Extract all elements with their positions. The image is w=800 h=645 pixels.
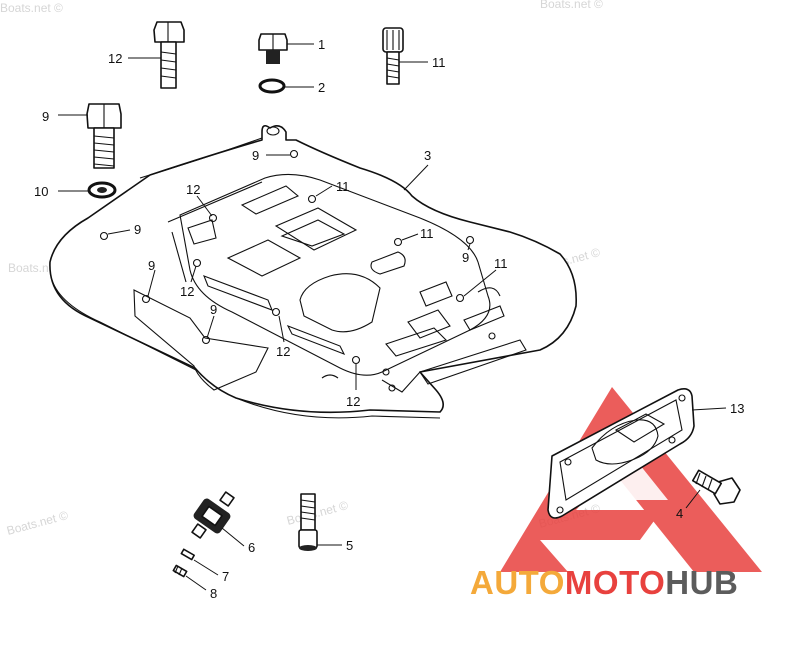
logo-text-hub: HUB	[665, 564, 738, 601]
callout-2: 2	[318, 80, 325, 95]
callout-3: 3	[424, 148, 431, 163]
automotohub-logo: AUTOMOTOHUB	[470, 564, 738, 601]
socket-screw-part-11	[382, 27, 428, 85]
callout-12: 12	[108, 51, 122, 66]
callout-9: 9	[462, 250, 469, 265]
callout-13: 13	[730, 401, 744, 416]
callout-10: 10	[34, 184, 48, 199]
callout-12: 12	[346, 394, 360, 409]
callout-9: 9	[134, 222, 141, 237]
callout-12: 12	[186, 182, 200, 197]
callout-5: 5	[346, 538, 353, 553]
stud-part-5	[298, 493, 342, 551]
watermark-text: Boats.net ©	[285, 498, 350, 528]
callout-6: 6	[248, 540, 255, 555]
watermark-text: Boats.net ©	[5, 508, 70, 538]
callout-11: 11	[336, 179, 350, 194]
washer-part-10	[58, 181, 117, 199]
callout-9: 9	[252, 148, 259, 163]
callout-12: 12	[180, 284, 194, 299]
pin-part-7	[180, 548, 219, 576]
callout-9: 9	[148, 258, 155, 273]
watermark-text: Boats.net ©	[540, 0, 603, 11]
callout-11: 11	[420, 226, 434, 241]
callout-8: 8	[210, 586, 217, 601]
bracket-part-13	[547, 388, 727, 519]
callout-9: 9	[42, 109, 49, 124]
watermark-text: Boats.net ©	[0, 1, 63, 15]
svg-text:AUTOMOTOHUB: AUTOMOTOHUB	[470, 564, 738, 601]
mounting-plate-part-3	[49, 124, 577, 419]
pin-part-8	[172, 564, 207, 591]
callout-7: 7	[222, 569, 229, 584]
callout-4: 4	[676, 506, 683, 521]
callout-11: 11	[432, 55, 446, 70]
bolt-part-9	[58, 103, 122, 169]
sensor-part-6	[191, 491, 245, 547]
bolt-part-12	[128, 21, 185, 89]
logo-text-moto: MOTO	[565, 564, 665, 601]
callout-9: 9	[210, 302, 217, 317]
callout-12: 12	[276, 344, 290, 359]
bolt-part-1	[258, 33, 314, 64]
lock-washer-part-2	[258, 78, 314, 94]
logo-text-auto: AUTO	[470, 564, 565, 601]
bolt-part-4	[685, 469, 741, 509]
callout-11: 11	[494, 256, 508, 271]
callout-1: 1	[318, 37, 325, 52]
